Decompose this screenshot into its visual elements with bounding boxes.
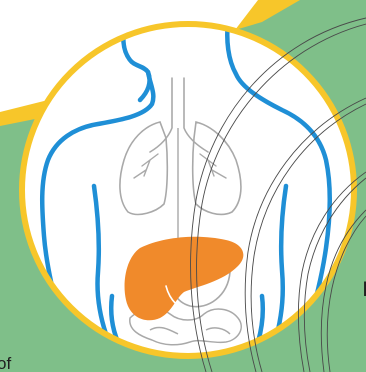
cropped-caption-text-left: of — [0, 355, 11, 372]
cropped-caption-text-right: I — [362, 279, 366, 300]
